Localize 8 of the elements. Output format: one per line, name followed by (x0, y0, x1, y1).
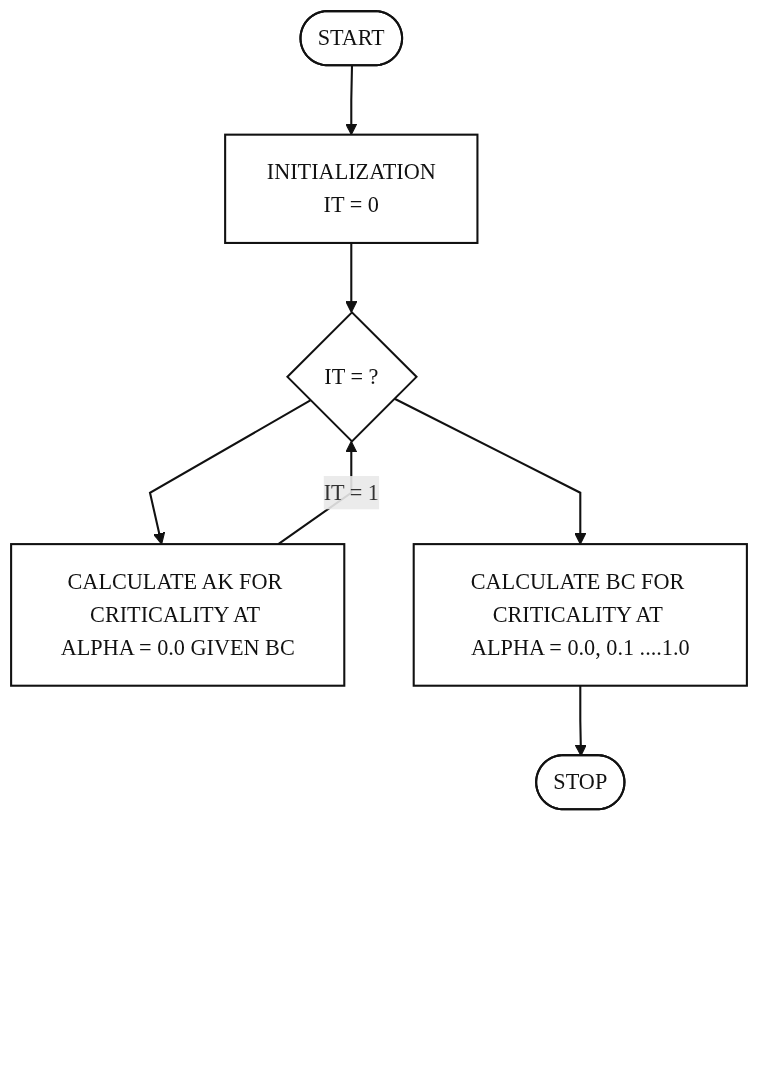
edge-label: IT = 1 (323, 480, 379, 504)
node-box: CALCULATE BC FOR CRITICALITY AT ALPHA = 0.0, 0.1 ....1.0 (412, 543, 748, 687)
arrow (148, 399, 311, 545)
arrow (393, 397, 587, 545)
node-box: CALCULATE AK FOR CRITICALITY AT ALPHA = 0.0 GIVEN BC (10, 543, 346, 687)
node-box: INITIALIZATION IT = 0 (224, 133, 479, 244)
arrow (345, 242, 358, 313)
node-diamond: IT = ? (286, 310, 418, 443)
